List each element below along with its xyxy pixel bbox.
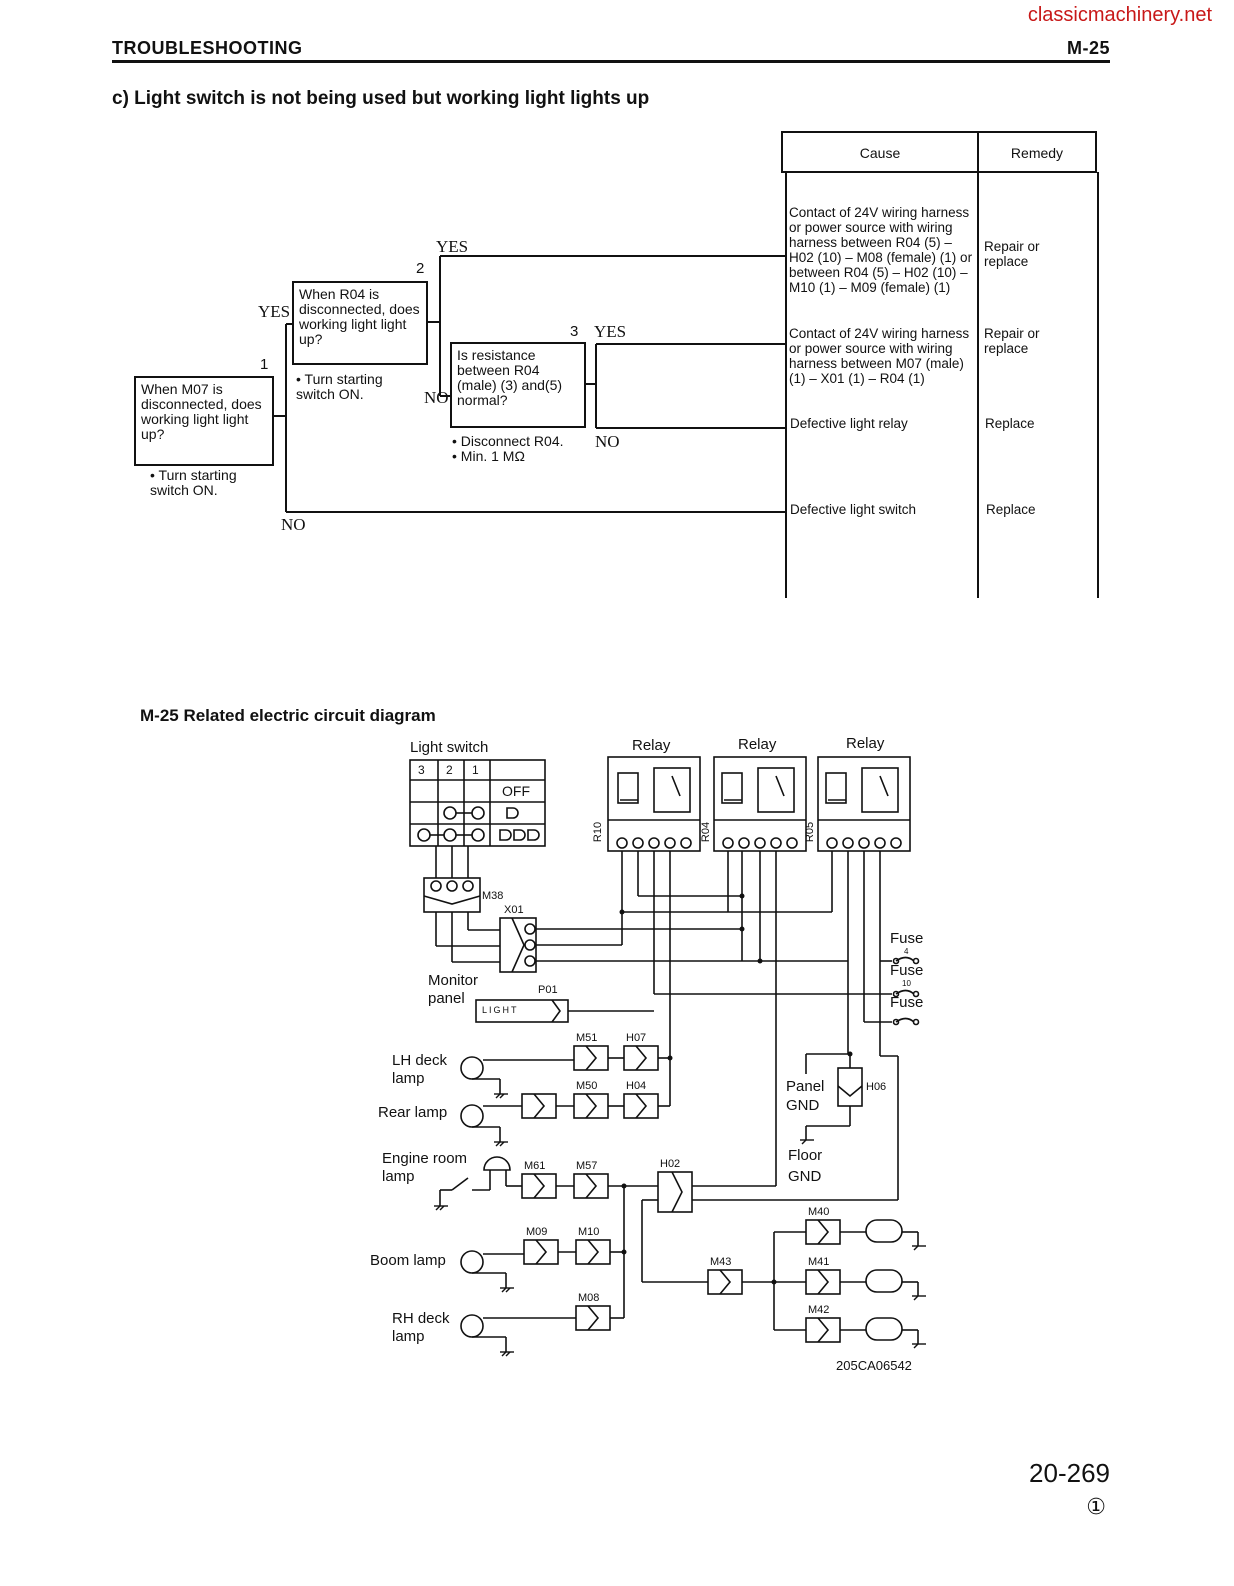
connector-label: H07 — [626, 1032, 647, 1044]
table-header-remedy: Remedy — [1010, 145, 1064, 161]
connector-label: M08 — [578, 1292, 600, 1304]
step-note: • Disconnect R04. — [452, 433, 564, 449]
page-number: 20-269 — [1029, 1458, 1110, 1488]
lh-deck-lamp-label: LH deck — [392, 1052, 448, 1069]
switch-col: 2 — [446, 763, 453, 777]
switch-col: 1 — [472, 763, 479, 777]
cause-cell: Contact of 24V wiring harness or power s… — [789, 205, 973, 295]
relay-id: R05 — [804, 821, 817, 843]
connector-label: M09 — [526, 1226, 548, 1238]
yes-label: YES — [436, 237, 469, 256]
rh-deck-lamp-label: lamp — [392, 1328, 425, 1345]
cause-cell: Contact of 24V wiring harness or power s… — [789, 326, 970, 386]
header-section: TROUBLESHOOTING — [112, 38, 303, 58]
fuse-label: Fuse — [890, 994, 924, 1011]
connector-label: M51 — [576, 1032, 598, 1044]
flowchart-lines — [274, 131, 1099, 598]
connector-h06: H06 — [866, 1081, 887, 1093]
no-label: NO — [424, 388, 449, 407]
step-number: 2 — [416, 260, 425, 277]
switch-col: 3 — [418, 763, 425, 777]
connector-p01: P01 — [538, 984, 558, 996]
header-rule — [112, 60, 1110, 63]
step-note: • Turn starting switch ON. — [296, 371, 383, 402]
light-tag: LIGHT — [482, 1005, 519, 1015]
step-number: 1 — [260, 356, 269, 373]
panel-gnd-label: GND — [786, 1097, 820, 1114]
yes-label: YES — [594, 322, 627, 341]
fuse-label: Fuse — [890, 930, 924, 947]
connector-label: H02 — [660, 1158, 681, 1170]
question-box-2: When R04 is disconnected, does working l… — [292, 281, 428, 365]
relay-id: R10 — [592, 821, 605, 843]
fuse-number: 10 — [902, 979, 911, 988]
header-page-code: M-25 — [1066, 38, 1110, 58]
relay-label: Relay — [738, 736, 777, 753]
connector-label: M50 — [576, 1080, 598, 1092]
connector-label: M57 — [576, 1160, 598, 1172]
light-switch-label: Light switch — [410, 739, 489, 756]
table-header-cause: Cause — [859, 145, 901, 161]
monitor-panel-label: panel — [428, 990, 465, 1007]
diagram-title: M-25 Related electric circuit diagram — [140, 706, 436, 725]
fuse-label: Fuse — [890, 962, 924, 979]
engine-room-lamp-label: lamp — [382, 1168, 415, 1185]
no-label: NO — [595, 432, 620, 451]
floor-gnd-label: Floor — [788, 1147, 823, 1164]
remedy-cell: Replace — [985, 416, 1035, 431]
step-number: 3 — [570, 323, 579, 340]
connector-label: M10 — [578, 1226, 600, 1238]
switch-off-label: OFF — [502, 783, 530, 799]
yes-label: YES — [258, 302, 291, 321]
fuse-number: 4 — [904, 947, 909, 956]
connector-label: M42 — [808, 1304, 830, 1316]
connector-label: M61 — [524, 1160, 546, 1172]
panel-gnd-label: Panel — [786, 1078, 825, 1095]
connector-label: M41 — [808, 1256, 830, 1268]
step-note: • Turn starting switch ON. — [150, 467, 237, 498]
remedy-cell: Repair or replace — [984, 326, 1040, 356]
floor-gnd-label: GND — [788, 1168, 822, 1185]
boom-lamp-label: Boom lamp — [370, 1252, 446, 1269]
engine-room-lamp-label: Engine room — [382, 1150, 468, 1167]
relay-id: R04 — [700, 821, 713, 843]
step-note: • Min. 1 MΩ — [452, 448, 525, 464]
connector-label: H04 — [626, 1080, 647, 1092]
section-title: c) Light switch is not being used but wo… — [112, 88, 650, 109]
figure-code: 205CA06542 — [836, 1358, 912, 1373]
question-box-1: When M07 is disconnected, does working l… — [134, 376, 274, 466]
revision-mark: ① — [1086, 1494, 1106, 1519]
relay-label: Relay — [632, 737, 671, 754]
remedy-cell: Replace — [986, 502, 1036, 517]
question-box-3: Is resistance between R04 (male) (3) and… — [450, 342, 586, 428]
watermark: classicmachinery.net — [1027, 4, 1212, 26]
connector-x01: X01 — [504, 904, 524, 916]
connector-m38: M38 — [482, 890, 504, 902]
connector-label: M40 — [808, 1206, 830, 1218]
monitor-panel-label: Monitor — [428, 972, 479, 989]
rear-lamp-label: Rear lamp — [378, 1104, 448, 1121]
cause-cell: Defective light switch — [790, 502, 917, 517]
remedy-cell: Repair or replace — [984, 239, 1040, 269]
rh-deck-lamp-label: RH deck — [392, 1310, 450, 1327]
lh-deck-lamp-label: lamp — [392, 1070, 425, 1087]
no-label: NO — [281, 515, 306, 534]
relay-label: Relay — [846, 735, 885, 752]
connector-label: M43 — [710, 1256, 732, 1268]
cause-cell: Defective light relay — [790, 416, 908, 431]
